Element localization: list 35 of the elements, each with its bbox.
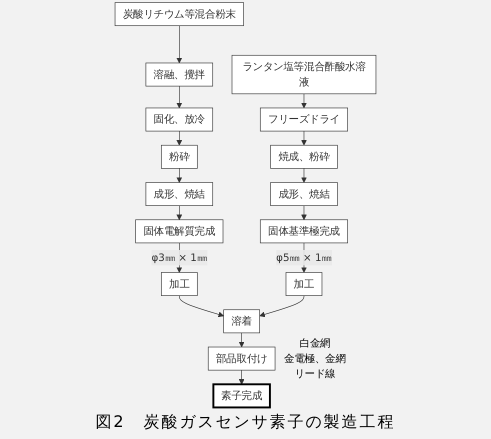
arrow (176, 25, 182, 64)
node-box: 成形、焼結 (146, 182, 214, 206)
arrow (301, 130, 307, 146)
node-box: 固体基準極完成 (260, 219, 348, 244)
node-label: 金電極、金網 (284, 352, 346, 364)
node-box: 加工 (161, 272, 198, 296)
node-box: 粉砕 (161, 144, 198, 169)
node-box: 焼成、粉砕 (270, 144, 338, 169)
arrow (301, 168, 307, 183)
node-box: 溶融、攪拌 (146, 62, 214, 86)
arrow (301, 94, 307, 108)
arrow (176, 168, 182, 183)
node-box: 溶着 (223, 309, 260, 334)
edge-label: φ5㎜ × 1㎜ (276, 251, 332, 264)
node-box: 炭酸リチウム等混合粉末 (114, 2, 244, 26)
arrow (238, 370, 244, 385)
node-box: 固化、放冷 (146, 108, 214, 132)
node-label: リード線 (294, 368, 336, 380)
arrow (178, 295, 224, 318)
figure-caption: 図2 炭酸ガスセンサ素子の製造工程 (95, 411, 396, 433)
edge-label: φ3㎜ × 1㎜ (152, 251, 208, 264)
node-label: 白金網 (299, 336, 330, 349)
node-box: 素子完成 (212, 383, 271, 408)
node-box: 部品取付け (208, 346, 276, 370)
node-box: フリーズドライ (260, 108, 348, 132)
node-box: 成形、焼結 (270, 182, 338, 206)
node-box: ランタン塩等混合酢酸水溶液 (232, 54, 376, 94)
node-box: 固体電解質完成 (135, 219, 224, 244)
arrow (176, 130, 182, 146)
arrow (259, 295, 304, 318)
arrow (301, 205, 307, 220)
arrow (176, 205, 182, 220)
arrow (238, 332, 244, 348)
node-box: 加工 (286, 272, 322, 296)
arrow (176, 86, 182, 108)
